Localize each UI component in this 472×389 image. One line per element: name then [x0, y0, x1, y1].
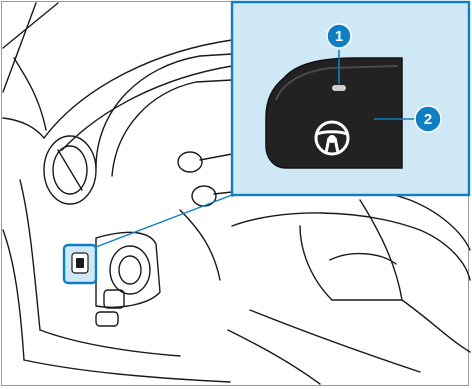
detail-inset: 1 2 [96, 2, 469, 283]
indicator-lamp [332, 85, 346, 91]
button-location-highlight [64, 245, 96, 283]
steering-wheel-heating-button [266, 58, 402, 168]
callout-2-label: 2 [424, 111, 432, 128]
callout-1-label: 1 [335, 28, 343, 45]
callout-2: 2 [415, 106, 441, 132]
callout-1: 1 [327, 24, 351, 48]
